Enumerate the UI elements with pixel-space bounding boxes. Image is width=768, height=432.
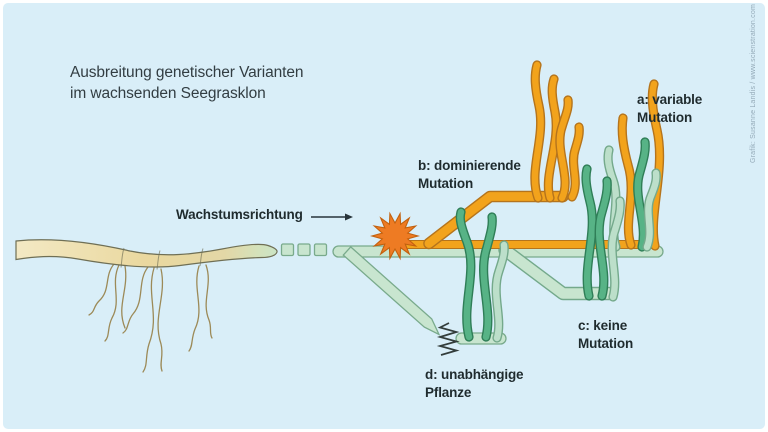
growth-dashes <box>280 243 328 257</box>
branch-c <box>498 243 616 301</box>
label-b-line2: Mutation <box>418 176 474 191</box>
mutation-starburst-icon <box>369 211 421 261</box>
shoots-b-orange <box>535 65 579 198</box>
label-c-line2: Mutation <box>578 336 634 351</box>
growth-direction-label: Wachstumsrichtung <box>176 207 303 222</box>
page-title: Ausbreitung genetischer Varianten im wac… <box>70 62 303 104</box>
label-c-no-mutation: c: keine Mutation <box>578 317 633 353</box>
credit-text: Grafik: Susanne Landis / www.scienstrati… <box>750 4 757 163</box>
label-d-line1: d: unabhängige <box>425 367 524 382</box>
rhizome-roots <box>88 263 213 373</box>
label-b-dominant-mutation: b: dominierende Mutation <box>418 157 521 193</box>
page-title-line2: im wachsenden Seegrasklon <box>70 85 266 102</box>
label-d-line2: Pflanze <box>425 385 472 400</box>
growth-direction-arrow <box>311 213 353 221</box>
label-d-independent-plant: d: unabhängige Pflanze <box>425 366 524 402</box>
label-b-line1: b: dominierende <box>418 158 521 173</box>
page-title-line1: Ausbreitung genetischer Varianten <box>70 64 304 81</box>
label-c-line1: c: keine <box>578 318 628 333</box>
label-a-line1: a: variable <box>637 92 703 107</box>
label-a-line2: Mutation <box>637 110 693 125</box>
rhizome-beige <box>15 239 278 270</box>
label-a-variable-mutation: a: variable Mutation <box>637 91 702 127</box>
branch-d <box>342 245 441 336</box>
break-zigzag-icon <box>436 322 460 356</box>
detached-plant-d <box>436 212 506 356</box>
